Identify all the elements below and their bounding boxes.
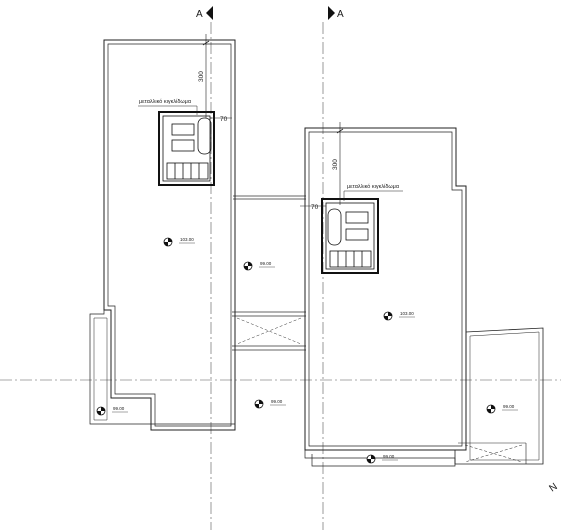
building-left: [89, 39, 236, 431]
roof-note-left: μεταλλικό κιγκλίδωμα: [138, 98, 198, 115]
level-marker-left-roof-label: 103.00: [180, 237, 194, 242]
dimension-vertical-right-label: 300: [332, 159, 339, 170]
roof-hatch-right: [321, 198, 379, 274]
section-mark-left-label: A: [196, 9, 203, 20]
connecting-zone: [232, 195, 306, 351]
level-marker-middle-lower: 99.00: [254, 399, 286, 409]
level-marker-right-ground-label: 99.00: [383, 454, 395, 459]
level-marker-left-roof: 103.00: [163, 237, 195, 247]
dimension-vertical-left: 300: [198, 34, 210, 118]
section-mark-right-label: A: [337, 9, 344, 20]
level-marker-middle-upper: 99.00: [243, 261, 275, 271]
level-marker-right-side-label: 99.00: [503, 404, 515, 409]
dimension-vertical-left-label: 300: [198, 71, 205, 82]
dimension-vertical-right: 300: [332, 122, 344, 205]
roof-note-right-label: μεταλλικό κιγκλίδωμα: [347, 183, 400, 190]
level-marker-right-roof: 103.00: [383, 311, 415, 321]
north-arrow-label: N: [547, 481, 559, 494]
level-marker-right-roof-label: 103.00: [400, 311, 414, 316]
dimension-horizontal-right-label: 70: [311, 204, 319, 211]
level-marker-middle-upper-label: 99.00: [260, 261, 272, 266]
roof-note-right: μεταλλικό κιγκλίδωμα: [343, 183, 403, 201]
level-marker-left-ground-label: 99.00: [113, 406, 125, 411]
dimension-horizontal-left-label: 70: [220, 116, 228, 123]
section-mark-right: A: [328, 6, 344, 20]
dimension-horizontal-left: 70: [211, 116, 232, 123]
roof-hatch-left: [158, 111, 215, 186]
section-mark-left: A: [196, 6, 213, 20]
level-marker-middle-lower-label: 99.00: [271, 399, 283, 404]
dimension-horizontal-right: 70: [300, 204, 326, 211]
level-marker-right-ground: 99.00: [366, 454, 398, 464]
level-marker-right-side: 99.00: [486, 404, 518, 414]
building-right: [304, 127, 544, 467]
roof-note-left-label: μεταλλικό κιγκλίδωμα: [139, 98, 192, 105]
level-marker-left-ground: 99.00: [96, 406, 128, 416]
north-arrow: N: [547, 481, 559, 494]
